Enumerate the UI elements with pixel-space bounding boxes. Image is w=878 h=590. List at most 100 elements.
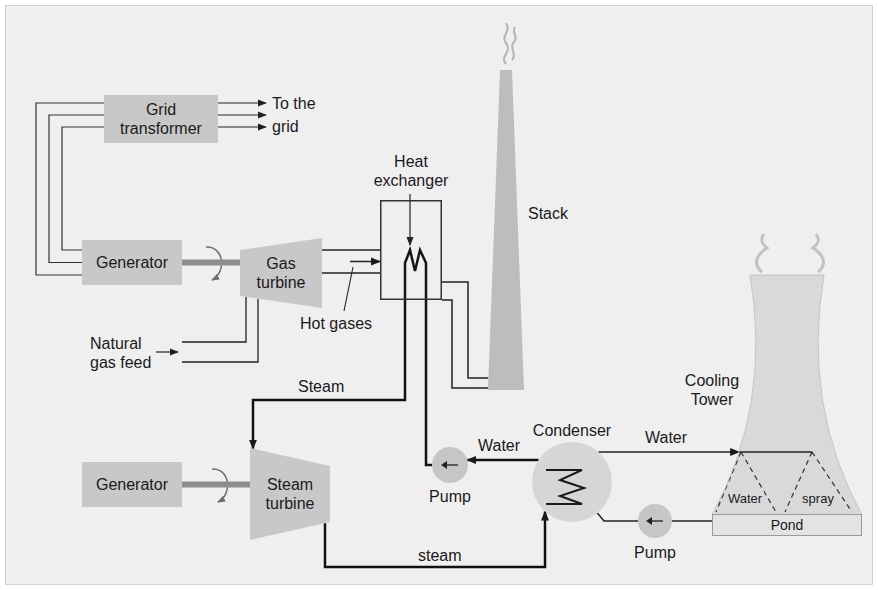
- stack-shape: [488, 70, 524, 390]
- node-text: Heat exchanger: [368, 152, 454, 190]
- node-caption: Stack: [528, 204, 568, 223]
- pipe-connector: [253, 300, 405, 449]
- edge-label-box: Water: [478, 436, 520, 455]
- heat-exchanger-coil: [405, 250, 426, 300]
- condenser-shape: [532, 442, 612, 522]
- heat-exchanger: Heat exchanger: [380, 200, 442, 300]
- condenser: Condenser: [532, 442, 612, 522]
- node-text: Condenser: [533, 421, 611, 440]
- generator-box: Generator: [82, 462, 182, 507]
- label-box: spray: [800, 491, 836, 507]
- grid-arrow: [218, 126, 266, 127]
- generator-box: Generator: [82, 240, 182, 285]
- node-caption: Condenser: [533, 421, 611, 440]
- flow-label: Water: [478, 436, 520, 455]
- fuel-label: Natural gas feed: [90, 334, 166, 372]
- pipe-connector: [467, 460, 538, 461]
- gas-feed-pipe: [182, 297, 246, 342]
- condenser-body: [532, 442, 612, 522]
- pump-arrow-head: [441, 461, 447, 469]
- node-caption: Pump: [429, 487, 471, 506]
- node-text: Grid transformer: [110, 100, 212, 138]
- pump-body: [638, 504, 672, 538]
- leader-arrow: [409, 194, 410, 245]
- turbine-body: [250, 448, 330, 540]
- node-caption: Heat exchanger: [368, 152, 454, 190]
- connector-path: [253, 300, 405, 449]
- tower-outline: [712, 275, 862, 515]
- frame: [6, 6, 873, 585]
- stack: Stack: [488, 70, 524, 390]
- connector-path: [442, 282, 488, 378]
- spray-header: [739, 451, 812, 453]
- connector-path: [322, 249, 380, 251]
- gas-feed-arrow: [156, 351, 178, 352]
- heat-exchanger-shape: [380, 200, 442, 300]
- node-caption: Cooling Tower: [680, 371, 744, 409]
- pump-shape: [638, 504, 672, 538]
- turbine-body: [240, 238, 322, 308]
- node-text: Gas turbine: [246, 254, 316, 292]
- vapour-plume: [813, 234, 823, 272]
- steam-turbine-shape: [250, 448, 330, 540]
- pipe-connector: [597, 513, 638, 521]
- connector-path: [426, 300, 432, 465]
- flow-label: Steam: [298, 377, 344, 396]
- connector-path: [182, 482, 250, 488]
- pipe-connector: [672, 521, 712, 522]
- cooling-tower-shape: [712, 275, 862, 515]
- spray-label: Water: [726, 491, 764, 507]
- edge-label-box: Steam: [298, 377, 344, 396]
- node-text: Pump: [634, 543, 676, 562]
- stack-body: [488, 70, 524, 390]
- pipe-connector: [325, 512, 545, 567]
- smoke-plume: [504, 23, 508, 64]
- node-text: Stack: [528, 204, 568, 223]
- output-label: To the: [272, 94, 316, 113]
- connector-path: [322, 272, 380, 274]
- label-box: Natural gas feed: [90, 334, 166, 372]
- node-text: Pond: [771, 517, 804, 534]
- pipe-connector: [598, 452, 739, 453]
- node-caption: Pump: [634, 543, 676, 562]
- steam-turbine: Steam turbine: [250, 448, 330, 540]
- cooling-tower-body: [712, 275, 862, 515]
- flow-label: Hot gases: [300, 314, 372, 333]
- pump-body: [432, 447, 468, 483]
- connector-path: [597, 513, 638, 521]
- label-box: Hot gases: [300, 314, 372, 333]
- drive-shaft: [182, 484, 250, 485]
- condenser-coil: [546, 470, 584, 504]
- connector-path: [467, 459, 538, 462]
- node-text: Cooling Tower: [680, 371, 744, 409]
- connector-path: [598, 451, 739, 453]
- pump: Pump: [432, 447, 468, 483]
- pipe-connector: [442, 282, 488, 388]
- smoke-plume: [512, 27, 516, 60]
- cooling-tower: Cooling Tower: [712, 275, 862, 515]
- label-box: To the: [272, 94, 316, 113]
- transformer-box: Grid transformer: [104, 95, 218, 143]
- pipe-connector: [426, 300, 432, 465]
- pump-arrow: [446, 464, 458, 465]
- label-box: grid: [272, 117, 299, 136]
- connector-path: [325, 512, 545, 567]
- connector-path: [182, 260, 240, 266]
- gas-feed-pipe: [182, 299, 258, 362]
- drive-shaft: [182, 262, 240, 263]
- pump-arrow-head: [646, 517, 652, 525]
- pump-arrow: [651, 520, 663, 521]
- flow-label: steam: [418, 546, 462, 565]
- gas-turbine: Gas turbine: [240, 238, 322, 308]
- connector-path: [62, 127, 104, 250]
- node-text: Pump: [429, 487, 471, 506]
- connector-path: [672, 520, 712, 522]
- output-label: grid: [272, 117, 299, 136]
- exchanger-housing: [381, 201, 442, 300]
- pipe-connector: [322, 250, 380, 273]
- edge-label-box: Water: [645, 428, 687, 447]
- vapour-plume: [757, 234, 767, 272]
- grid-arrow: [218, 114, 266, 115]
